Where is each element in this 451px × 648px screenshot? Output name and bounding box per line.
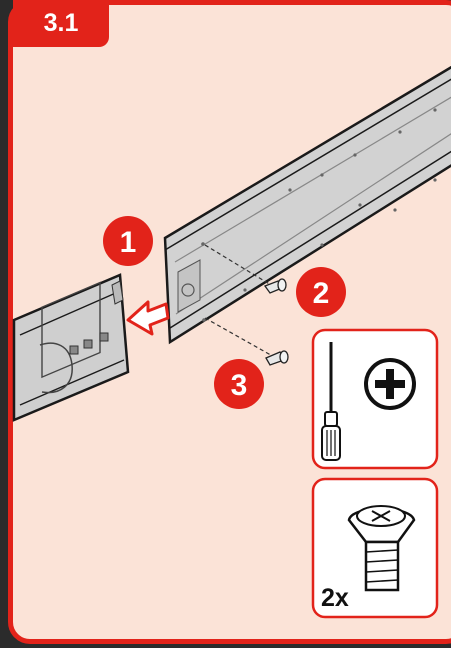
inner-rail [14, 275, 128, 420]
phillips-head-icon [366, 360, 414, 408]
screw-quantity-label: 2x [321, 584, 349, 612]
callout-badge-3: 3 [214, 359, 264, 409]
callout-badge-1: 1 [103, 216, 153, 266]
screw-3 [205, 318, 288, 365]
callout-number-3: 3 [231, 369, 248, 402]
callout-number-2: 2 [313, 277, 330, 310]
screw-part-box: 2x [313, 479, 437, 617]
screwdriver-tool-box [313, 330, 437, 468]
slide-direction-arrow [128, 302, 168, 334]
callout-badge-2: 2 [296, 267, 346, 317]
callout-number-1: 1 [120, 226, 137, 259]
